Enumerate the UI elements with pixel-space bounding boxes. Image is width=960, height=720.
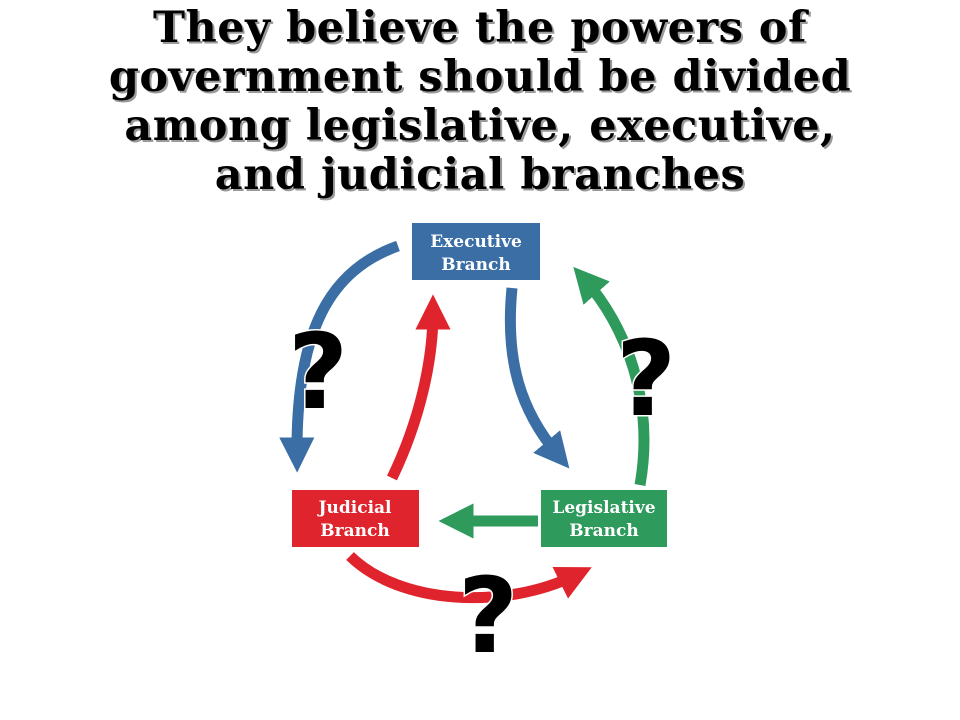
arrow-executive-to-judicial xyxy=(279,240,400,473)
judicial-branch-box: Judicial Branch xyxy=(292,490,419,547)
arrow-judicial-to-legislative xyxy=(346,551,592,604)
arrow-legislative-to-executive xyxy=(573,266,650,486)
executive-label-line2: Branch xyxy=(441,255,510,275)
arrow-executive-to-legislative xyxy=(504,287,570,469)
executive-branch-box: Executive Branch xyxy=(412,223,540,280)
question-mark-left: ? xyxy=(288,311,348,433)
question-mark-bottom: ? xyxy=(458,555,518,677)
arrow-judicial-to-executive xyxy=(387,294,451,481)
title-line-3: among legislative, executive, xyxy=(124,101,836,151)
title-line-4: and judicial branches xyxy=(214,150,746,200)
judicial-label-line2: Branch xyxy=(320,521,389,541)
judicial-label-line1: Judicial xyxy=(316,498,392,518)
legislative-label-line2: Branch xyxy=(569,521,638,541)
legislative-branch-box: Legislative Branch xyxy=(541,490,667,547)
legislative-label-line1: Legislative xyxy=(552,498,655,518)
executive-label-line1: Executive xyxy=(430,232,522,252)
question-mark-right: ? xyxy=(616,318,676,440)
slide-title: They believe the powers of government sh… xyxy=(0,4,960,200)
title-line-1: They believe the powers of xyxy=(153,3,807,53)
title-line-2: government should be divided xyxy=(108,52,852,102)
